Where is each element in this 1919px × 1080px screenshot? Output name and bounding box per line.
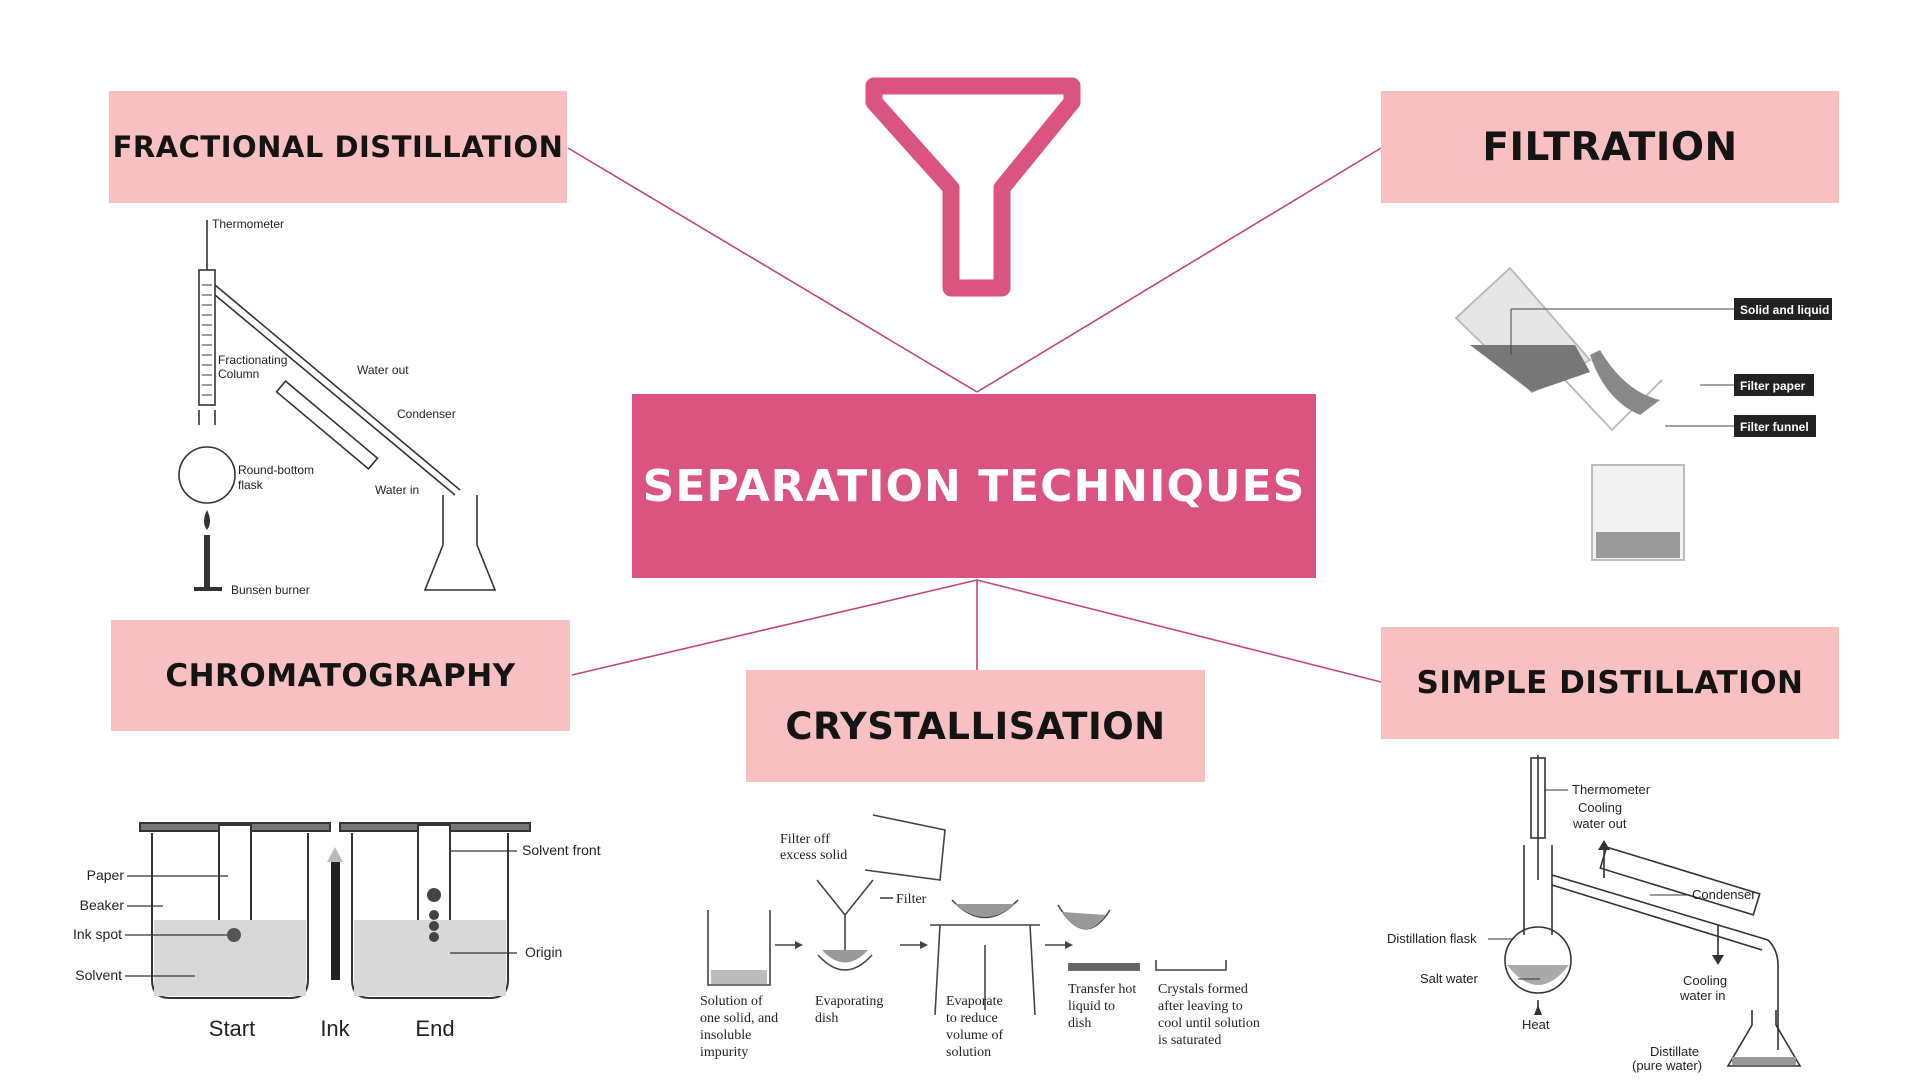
cryst-filter-off-label-2: excess solid bbox=[780, 848, 847, 863]
cryst-step5-line2: after leaving to bbox=[1158, 999, 1243, 1014]
sd-thermometer-label: Thermometer bbox=[1572, 782, 1651, 797]
fd-column-label-2: Column bbox=[218, 367, 259, 381]
filtration-filter-paper-label: Filter paper bbox=[1740, 379, 1806, 393]
fd-condenser-label: Condenser bbox=[397, 407, 456, 421]
crystallisation-box: CRYSTALLISATION bbox=[746, 670, 1205, 782]
sd-salt-water-label: Salt water bbox=[1420, 971, 1478, 986]
cryst-filter-off-label-1: Filter off bbox=[780, 832, 830, 847]
cryst-step2-line2: dish bbox=[815, 1011, 838, 1026]
sd-cooling-out-label-2: water out bbox=[1572, 816, 1627, 831]
fd-flask-label-2: flask bbox=[238, 478, 264, 492]
chrom-paper-label: Paper bbox=[87, 867, 125, 883]
fd-thermometer-label: Thermometer bbox=[212, 217, 284, 231]
page-title: SEPARATION TECHNIQUES bbox=[632, 394, 1316, 578]
fd-water-out-label: Water out bbox=[357, 363, 409, 377]
cryst-step3-line1: Evaporate bbox=[946, 994, 1003, 1009]
sd-condenser-label: Condenser bbox=[1692, 887, 1756, 902]
chrom-end-label: End bbox=[415, 1016, 454, 1041]
cryst-step1-line4: impurity bbox=[700, 1045, 748, 1060]
chrom-ink-label: Ink bbox=[320, 1016, 350, 1041]
cryst-step3-line3: volume of bbox=[946, 1028, 1003, 1043]
connector-chromatography bbox=[571, 579, 978, 676]
cryst-step5-line4: is saturated bbox=[1158, 1033, 1221, 1048]
chrom-ink-spot-label: Ink spot bbox=[73, 926, 122, 942]
sd-cooling-in-label-2: water in bbox=[1679, 988, 1726, 1003]
fd-flask-label-1: Round-bottom bbox=[238, 463, 314, 477]
chrom-solvent-label: Solvent bbox=[75, 967, 122, 983]
cryst-step4-line3: dish bbox=[1068, 1016, 1091, 1031]
fd-column-label-1: Fractionating bbox=[218, 353, 287, 367]
sd-heat-label: Heat bbox=[1522, 1017, 1550, 1032]
cryst-step3-line4: solution bbox=[946, 1045, 991, 1060]
chrom-solvent-front-label: Solvent front bbox=[522, 842, 601, 858]
cryst-step5-line1: Crystals formed bbox=[1158, 982, 1248, 997]
connector-simple bbox=[976, 579, 1382, 683]
cryst-step4-line2: liquid to bbox=[1068, 999, 1115, 1014]
sd-cooling-in-label-1: Cooling bbox=[1683, 973, 1727, 988]
chrom-beaker-label: Beaker bbox=[80, 897, 125, 913]
sd-distillate-label-2: (pure water) bbox=[1632, 1058, 1702, 1073]
sd-distillate-label-1: Distillate bbox=[1650, 1044, 1699, 1059]
connector-filtration bbox=[976, 147, 1382, 393]
connector-fractional bbox=[567, 147, 978, 393]
fd-water-in-label: Water in bbox=[375, 483, 419, 497]
cryst-step3-line2: to reduce bbox=[946, 1011, 998, 1026]
fd-burner-label: Bunsen burner bbox=[231, 583, 310, 597]
cryst-step4-line1: Transfer hot bbox=[1068, 982, 1136, 997]
chrom-start-label: Start bbox=[209, 1016, 255, 1041]
fractional-distillation-box: FRACTIONAL DISTILLATION bbox=[109, 91, 567, 203]
cryst-step5-line3: cool until solution bbox=[1158, 1016, 1260, 1031]
filtration-funnel-label: Filter funnel bbox=[1740, 420, 1809, 434]
cryst-step1-line3: insoluble bbox=[700, 1028, 751, 1043]
sd-distillation-flask-label: Distillation flask bbox=[1387, 931, 1477, 946]
cryst-step2-line1: Evaporating bbox=[815, 994, 883, 1009]
simple-distillation-box: SIMPLE DISTILLATION bbox=[1381, 627, 1839, 739]
filtration-solid-liquid-label: Solid and liquid bbox=[1740, 303, 1829, 317]
cryst-step1-line2: one solid, and bbox=[700, 1011, 778, 1026]
chrom-origin-label: Origin bbox=[525, 944, 562, 960]
cryst-filter-label: Filter bbox=[896, 892, 927, 907]
cryst-step1-line1: Solution of bbox=[700, 994, 763, 1009]
sd-cooling-out-label-1: Cooling bbox=[1578, 800, 1622, 815]
filtration-box: FILTRATION bbox=[1381, 91, 1839, 203]
chromatography-box: CHROMATOGRAPHY bbox=[111, 620, 570, 731]
